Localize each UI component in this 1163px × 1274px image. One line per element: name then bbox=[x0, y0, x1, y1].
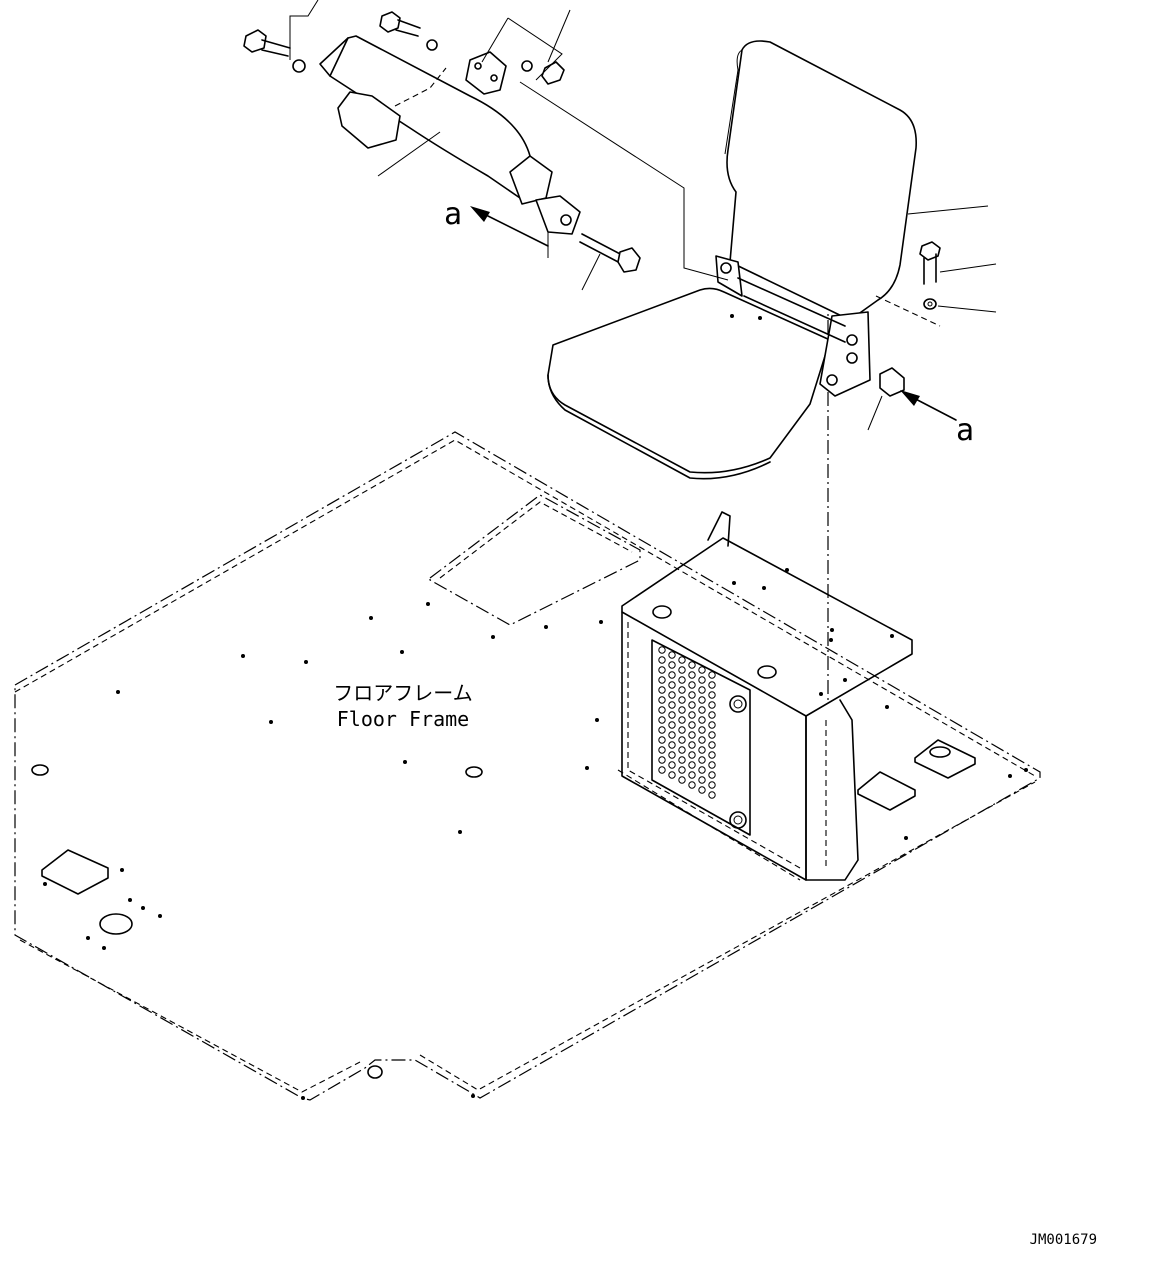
seat bbox=[547, 40, 917, 480]
ventilation-grill bbox=[658, 646, 716, 799]
floor-frame-label-en: Floor Frame bbox=[337, 707, 469, 731]
seat-stand bbox=[617, 511, 913, 881]
hardware bbox=[243, 11, 941, 397]
drawing-code: JM001679 bbox=[1030, 1232, 1097, 1248]
view-arrow-right: a bbox=[900, 390, 974, 448]
view-arrow-left: a bbox=[444, 197, 549, 247]
floor-frame-label-jp: フロアフレーム bbox=[333, 681, 472, 705]
seat-belt-assembly bbox=[319, 35, 581, 235]
svg-text:a: a bbox=[444, 197, 462, 232]
leader-lines bbox=[289, 0, 997, 431]
floor-frame bbox=[14, 431, 1041, 1101]
svg-text:a: a bbox=[956, 413, 974, 448]
